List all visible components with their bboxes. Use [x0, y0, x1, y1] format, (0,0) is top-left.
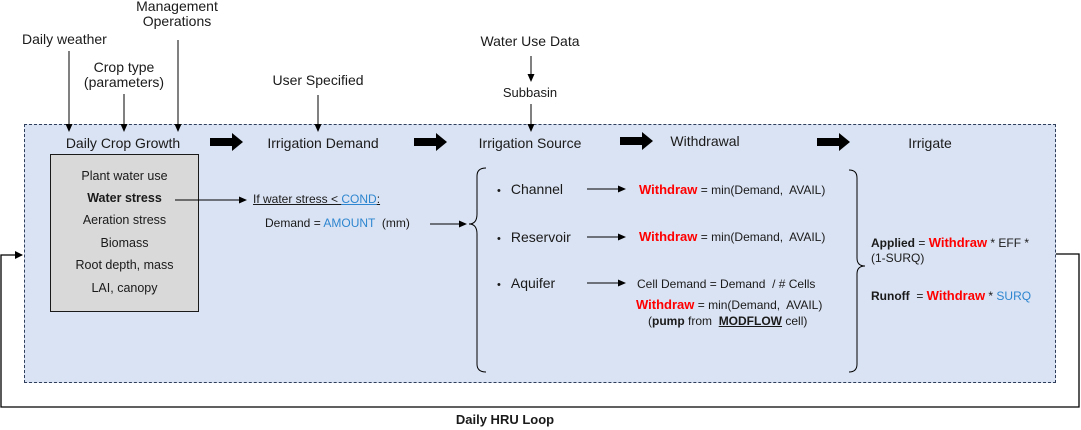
withdraw-word: Withdraw: [928, 235, 988, 250]
applied-rest: * EFF *: [987, 236, 1030, 250]
source-reservoir: • Reservoir: [497, 229, 571, 245]
input-management-operations: Management Operations: [122, 0, 232, 29]
withdraw-word: Withdraw: [639, 182, 698, 197]
aquifer-cell-demand: Cell Demand = Demand / # Cells: [637, 277, 816, 291]
demand-formula: Demand = AMOUNT (mm): [265, 216, 410, 230]
input-subbasin: Subbasin: [502, 85, 558, 100]
stage-irrigation-demand: Irrigation Demand: [267, 135, 379, 151]
applied-formula-line2: (1-SURQ): [871, 251, 925, 265]
runoff-mult: *: [985, 289, 997, 303]
bullet: •: [497, 233, 501, 245]
pump-note: (pump from MODFLOW cell): [648, 314, 807, 328]
crop-item-root-depth: Root depth, mass: [75, 258, 174, 272]
applied-word: Applied: [871, 236, 915, 250]
withdraw-word: Withdraw: [636, 297, 695, 312]
pump-word: pump: [652, 314, 685, 328]
hru-loop-line: [0, 251, 1080, 408]
source-reservoir-label: Reservoir: [510, 229, 571, 245]
input-crop-type: Crop type (parameters): [74, 59, 174, 90]
withdrawal-right-brace: [848, 169, 866, 373]
withdraw-formula: = min(Demand, AVAIL): [697, 230, 826, 244]
source-aquifer-label: Aquifer: [510, 275, 556, 291]
block-arrow-1: [210, 133, 243, 151]
block-arrow-4: [817, 133, 850, 151]
demand-condition: If water stress < COND:: [253, 192, 380, 206]
condition-suffix: :: [376, 192, 381, 206]
crop-item-water-stress: Water stress: [87, 191, 162, 205]
modflow-word: MODFLOW: [718, 314, 783, 328]
amount-param: AMOUNT: [323, 216, 376, 230]
cond-param: COND: [341, 192, 377, 206]
crop-item-lai-canopy: LAI, canopy: [91, 281, 158, 295]
bullet: •: [497, 185, 501, 197]
block-arrow-3: [620, 132, 653, 150]
formula-prefix: Demand =: [265, 216, 324, 230]
pump-from: from: [684, 314, 719, 328]
sources-left-brace: [468, 167, 487, 373]
withdraw-word: Withdraw: [926, 288, 986, 303]
stage-irrigation-source: Irrigation Source: [478, 135, 582, 151]
crop-type-line1: Crop type: [93, 59, 155, 75]
withdraw-word: Withdraw: [639, 229, 698, 244]
stage-withdrawal: Withdrawal: [670, 133, 740, 149]
daily-hru-loop-label: Daily HRU Loop: [455, 412, 555, 427]
aquifer-withdraw-formula: Withdraw = min(Demand, AVAIL): [636, 297, 822, 312]
applied-eq: =: [915, 236, 929, 250]
channel-withdraw-formula: Withdraw = min(Demand, AVAIL): [639, 182, 825, 197]
pump-close: cell): [782, 314, 808, 328]
bullet: •: [497, 279, 501, 291]
input-user-specified: User Specified: [272, 72, 364, 88]
crop-item-plant-water-use: Plant water use: [81, 169, 168, 183]
surq-param: SURQ: [996, 289, 1032, 303]
input-daily-weather: Daily weather: [22, 31, 107, 47]
input-water-use-data: Water Use Data: [480, 33, 580, 49]
crop-growth-box: Plant water use Water stress Aeration st…: [50, 154, 199, 312]
condition-prefix: If water stress <: [253, 192, 342, 206]
crop-item-aeration-stress: Aeration stress: [82, 213, 167, 227]
crop-item-biomass: Biomass: [100, 236, 149, 250]
source-channel-label: Channel: [510, 181, 564, 197]
management-line1: Management: [136, 0, 218, 14]
block-arrow-2: [414, 133, 447, 151]
management-line2: Operations: [142, 13, 212, 29]
stage-irrigate: Irrigate: [908, 135, 952, 151]
applied-formula: Applied = Withdraw * EFF *: [871, 235, 1029, 250]
source-channel: • Channel: [497, 181, 563, 197]
source-aquifer: • Aquifer: [497, 275, 555, 291]
formula-suffix: (mm): [375, 216, 410, 230]
stage-daily-crop-growth: Daily Crop Growth: [65, 135, 181, 151]
runoff-eq: =: [909, 289, 927, 303]
runoff-formula: Runoff = Withdraw * SURQ: [871, 288, 1031, 303]
withdraw-formula: = min(Demand, AVAIL): [697, 183, 826, 197]
withdraw-formula: = min(Demand, AVAIL): [694, 298, 823, 312]
reservoir-withdraw-formula: Withdraw = min(Demand, AVAIL): [639, 229, 825, 244]
runoff-word: Runoff: [871, 289, 910, 303]
crop-type-line2: (parameters): [83, 74, 165, 90]
pump-open: (: [648, 314, 652, 328]
